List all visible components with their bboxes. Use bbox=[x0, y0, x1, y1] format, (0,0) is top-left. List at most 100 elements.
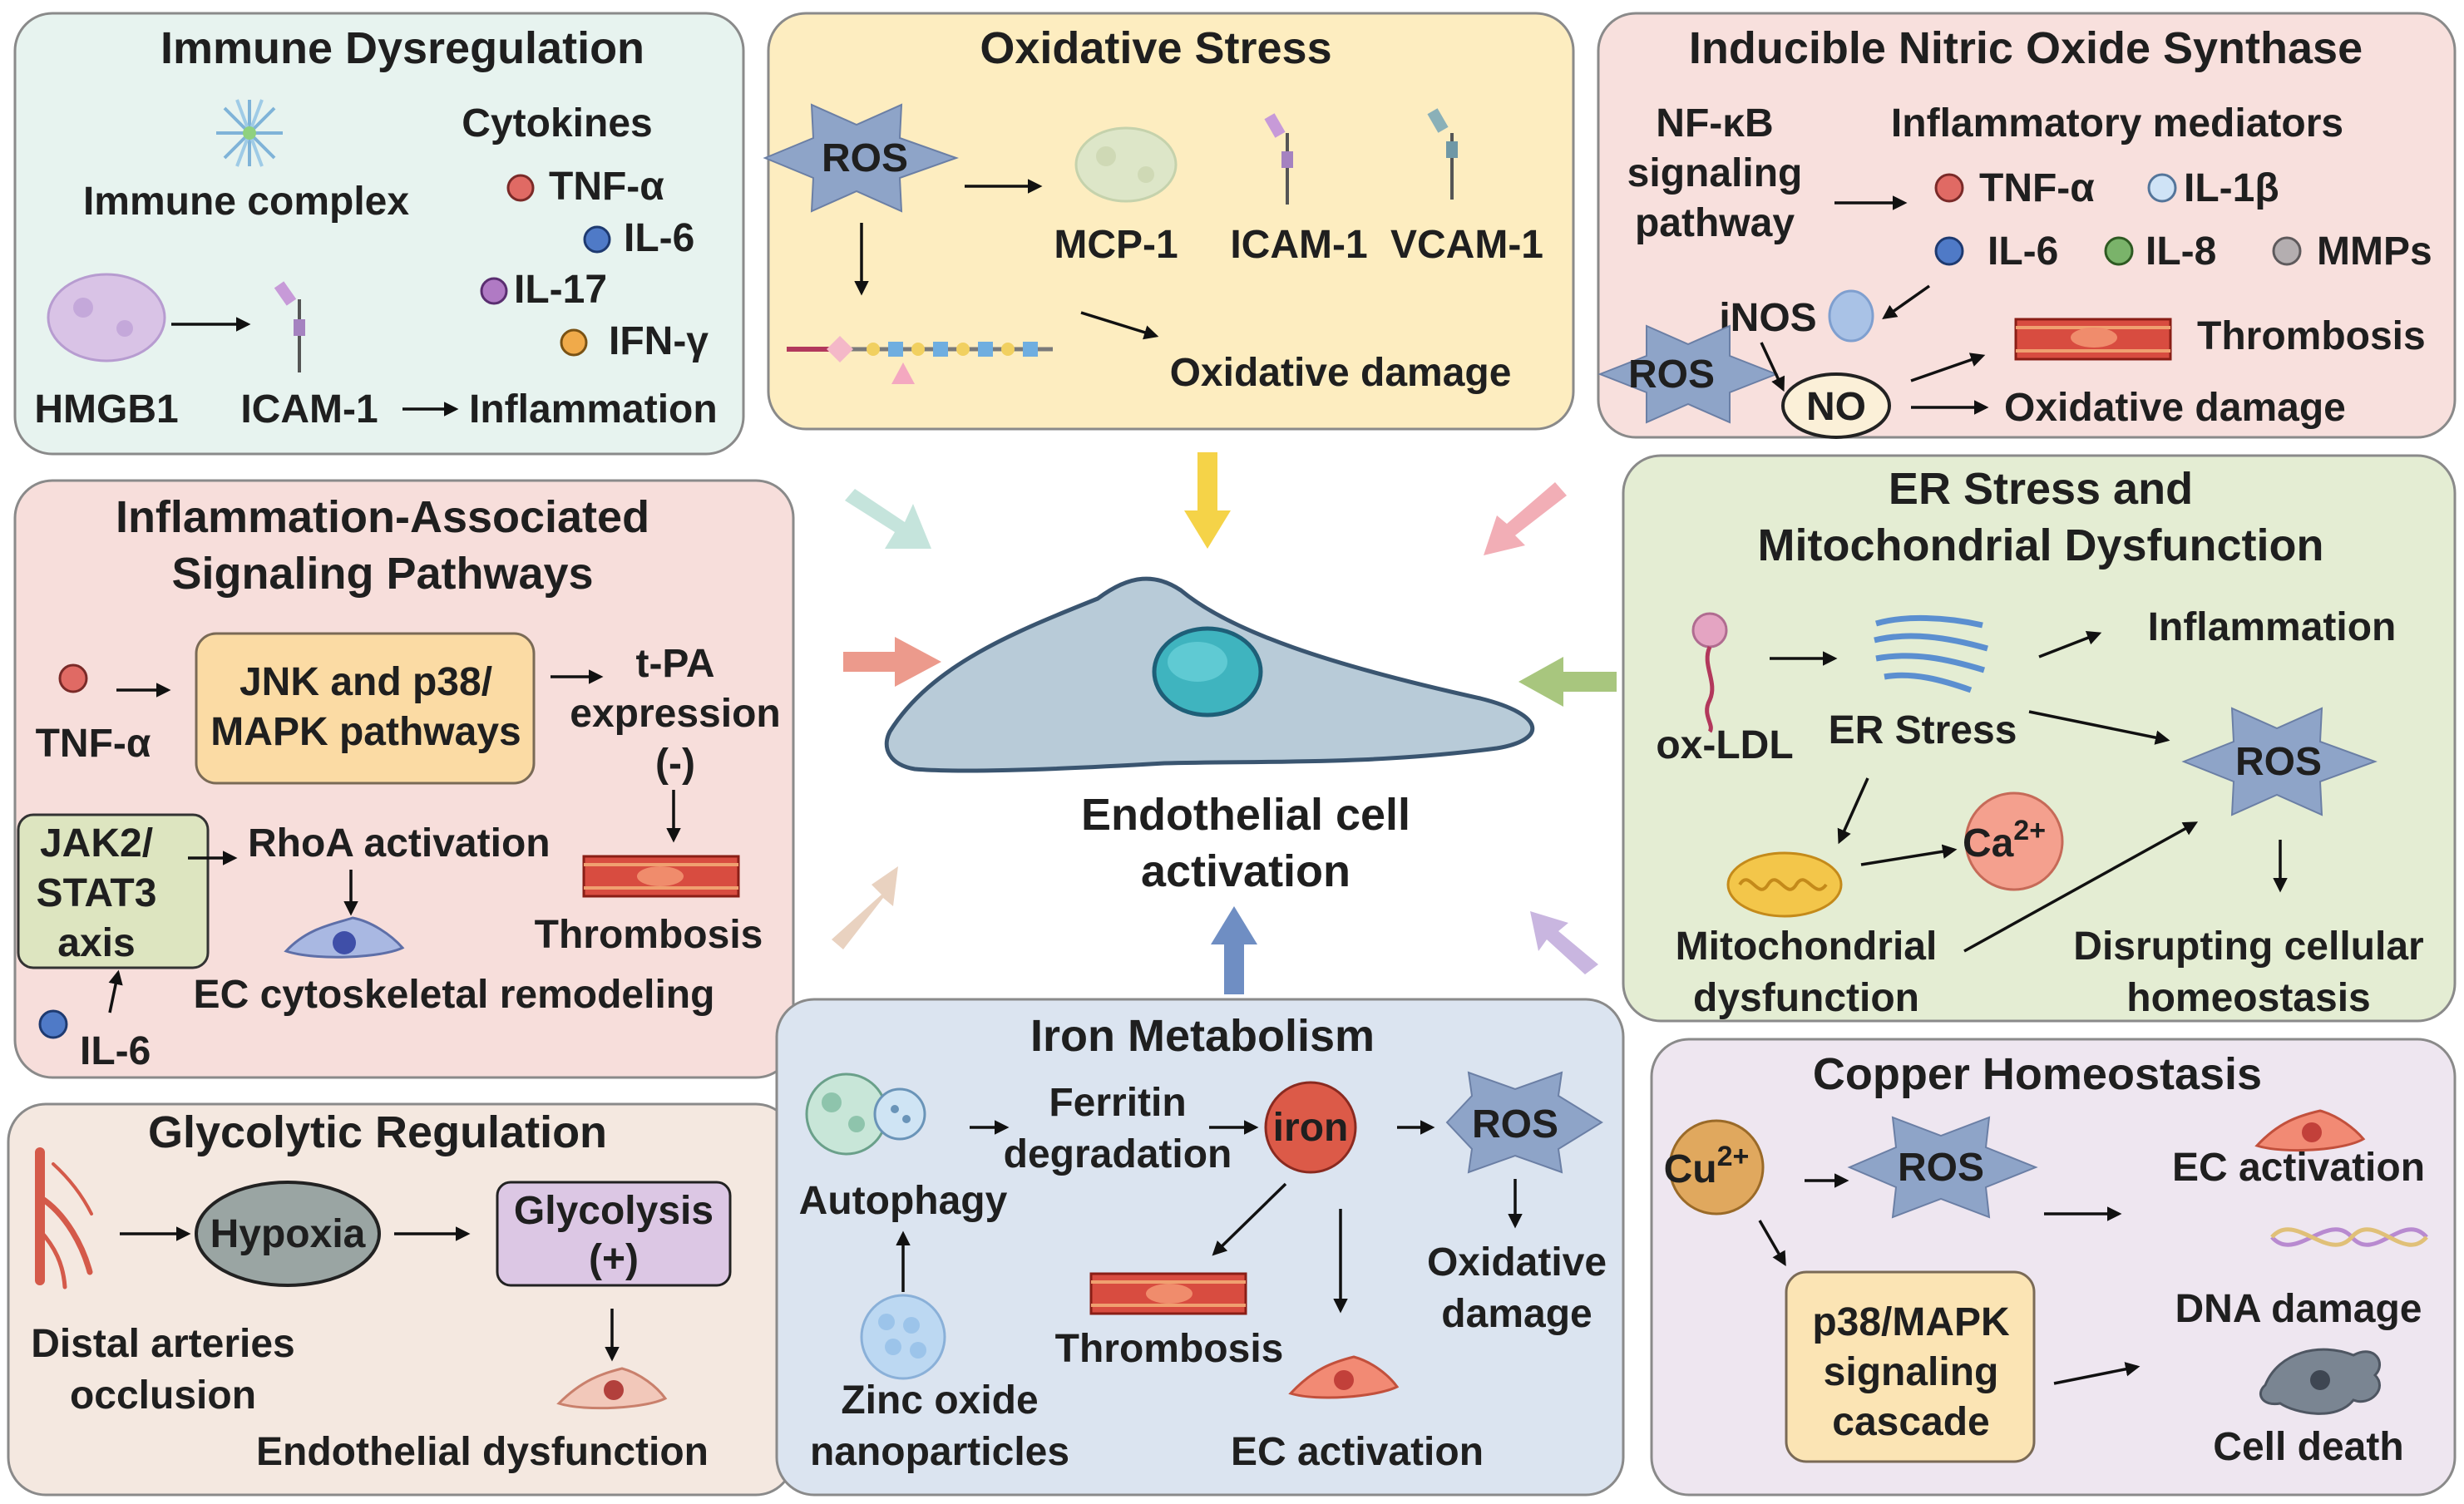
il17-dot-icon bbox=[480, 277, 508, 305]
oxidative-damage-label: Oxidative damage bbox=[1170, 351, 1512, 395]
er-title-line2: Mitochondrial Dysfunction bbox=[1758, 520, 2324, 570]
oxidative-panel bbox=[767, 12, 1575, 431]
thrombosis-vessel-icon bbox=[2014, 318, 2172, 361]
jnk-line1: JNK and p38/ bbox=[239, 660, 492, 704]
autophagy-label: Autophagy bbox=[799, 1179, 1008, 1223]
iron-ros-label: ROS bbox=[1472, 1102, 1558, 1146]
immune-il6-label: IL-6 bbox=[624, 216, 694, 260]
jnk-line2: MAPK pathways bbox=[210, 710, 521, 754]
immune-complex-icon bbox=[216, 99, 283, 167]
er-organelle-icon bbox=[1874, 614, 1988, 693]
glyco-ec-cell-icon bbox=[556, 1367, 668, 1410]
er-to-ros-arrow bbox=[2028, 710, 2170, 745]
inos-il6-label: IL-6 bbox=[1987, 229, 2058, 274]
oxidative-ros-star-icon bbox=[763, 103, 960, 213]
jak-line3: axis bbox=[57, 921, 135, 965]
distal-line2: occlusion bbox=[70, 1373, 256, 1418]
glyco-line2: (+) bbox=[589, 1237, 639, 1281]
vcam1-receptor-icon bbox=[1427, 108, 1458, 200]
jak-box bbox=[17, 813, 210, 969]
p38-line1: p38/MAPK bbox=[1812, 1300, 2010, 1344]
arrow-from-oxidative bbox=[1184, 452, 1231, 549]
immune-title: Immune Dysregulation bbox=[160, 23, 644, 73]
arrow-from-copper bbox=[1530, 911, 1598, 974]
mediators-to-inos-arrow bbox=[1882, 284, 1931, 320]
il1b-dot-icon bbox=[2147, 173, 2177, 203]
p38-line3: cascade bbox=[1832, 1400, 1990, 1444]
er-title-line1: ER Stress and bbox=[1889, 464, 2193, 514]
iron-title: Iron Metabolism bbox=[1030, 1011, 1375, 1061]
dna-label: DNA damage bbox=[2175, 1287, 2422, 1331]
inos-to-no-arrow bbox=[1760, 342, 1785, 392]
inflam-thrombosis-vessel-icon bbox=[582, 855, 740, 898]
tpa-line1: t-PA bbox=[635, 642, 714, 686]
inos-damage-label: Oxidative damage bbox=[2004, 386, 2346, 430]
disrupt-line1: Disrupting cellular bbox=[2073, 925, 2423, 969]
inflam-tnf-label: TNF-α bbox=[36, 722, 151, 766]
arrow-from-inos bbox=[1484, 482, 1567, 555]
ca-ion-icon bbox=[1964, 791, 2064, 891]
jnk-box bbox=[195, 632, 536, 785]
mitochondria-icon bbox=[1726, 851, 1843, 918]
ec-remodel-label: EC cytoskeletal remodeling bbox=[194, 973, 715, 1017]
cu-superscript: 2+ bbox=[1717, 1141, 1750, 1172]
il8-dot-icon bbox=[2104, 236, 2134, 266]
ifn-dot-icon bbox=[560, 328, 588, 357]
copper-title: Copper Homeostasis bbox=[1813, 1049, 2262, 1099]
ec-cell-icon bbox=[284, 916, 405, 959]
hmgb1-label: HMGB1 bbox=[34, 387, 178, 431]
p38-to-outcomes-arrow bbox=[2053, 1362, 2141, 1385]
iron-thrombosis-label: Thrombosis bbox=[1055, 1327, 1284, 1371]
iron-node bbox=[1264, 1081, 1357, 1174]
iron-damage-line2: damage bbox=[1441, 1292, 1592, 1336]
inos-il6-dot-icon bbox=[1934, 236, 1964, 266]
mito-to-ros-arrow bbox=[1963, 821, 2199, 953]
tnf-dot-icon bbox=[506, 174, 535, 202]
ox-ldl-icon bbox=[1691, 612, 1728, 733]
mmps-dot-icon bbox=[2272, 236, 2302, 266]
nfkb-line2: signaling bbox=[1627, 151, 1803, 195]
inflam-thrombosis-label: Thrombosis bbox=[535, 913, 763, 957]
hypoxia-label: Hypoxia bbox=[210, 1212, 366, 1256]
inflam-title-line2: Signaling Pathways bbox=[171, 549, 593, 599]
er-ros-star-icon bbox=[2181, 707, 2378, 816]
arrow-from-glyco bbox=[832, 866, 898, 949]
lipid-to-damage-arrow bbox=[1080, 311, 1159, 340]
tpa-line3: (-) bbox=[655, 742, 695, 786]
inos-tnf-dot-icon bbox=[1934, 173, 1964, 203]
arrow-from-er bbox=[1518, 657, 1617, 707]
vcam1-label: VCAM-1 bbox=[1390, 223, 1543, 267]
immune-tnf-label: TNF-α bbox=[549, 165, 664, 209]
jak-line1: JAK2/ bbox=[40, 821, 153, 865]
no-label: NO bbox=[1806, 385, 1866, 429]
iron-to-thrombosis-arrow bbox=[1212, 1182, 1287, 1256]
center-label-line2: activation bbox=[1141, 846, 1351, 896]
no-to-thrombosis-arrow bbox=[1910, 353, 1986, 382]
er-inflammation-label: Inflammation bbox=[2148, 605, 2397, 649]
cu-ion-icon bbox=[1668, 1119, 1765, 1216]
il6-dot-icon bbox=[583, 225, 611, 254]
p38-line2: signaling bbox=[1824, 1350, 1999, 1394]
iron-thrombosis-vessel-icon bbox=[1089, 1272, 1247, 1315]
glycolysis-box bbox=[496, 1181, 732, 1287]
jak-line2: STAT3 bbox=[37, 871, 157, 915]
arrow-from-inflam bbox=[843, 637, 941, 687]
center-label-line1: Endothelial cell bbox=[1081, 790, 1410, 840]
distal-line1: Distal arteries bbox=[31, 1322, 295, 1366]
autophagy-icon bbox=[805, 1073, 926, 1156]
iron-panel bbox=[775, 998, 1625, 1497]
mediators-label: Inflammatory mediators bbox=[1891, 101, 2343, 145]
zinc-line1: Zinc oxide bbox=[841, 1378, 1038, 1423]
p38-box bbox=[1785, 1270, 2036, 1463]
inos-ros-label: ROS bbox=[1628, 353, 1715, 397]
iron-damage-line1: Oxidative bbox=[1427, 1240, 1607, 1285]
ca-superscript: 2+ bbox=[2013, 815, 2046, 846]
er-ros-label: ROS bbox=[2235, 740, 2322, 784]
iron-label: iron bbox=[1273, 1106, 1349, 1150]
ferritin-line1: Ferritin bbox=[1049, 1081, 1186, 1125]
cu-to-p38-arrow bbox=[1758, 1220, 1786, 1267]
oxldl-label: ox-LDL bbox=[1656, 723, 1793, 767]
inos-tnf-label: TNF-α bbox=[1979, 166, 2095, 210]
inos-panel bbox=[1597, 12, 2457, 439]
